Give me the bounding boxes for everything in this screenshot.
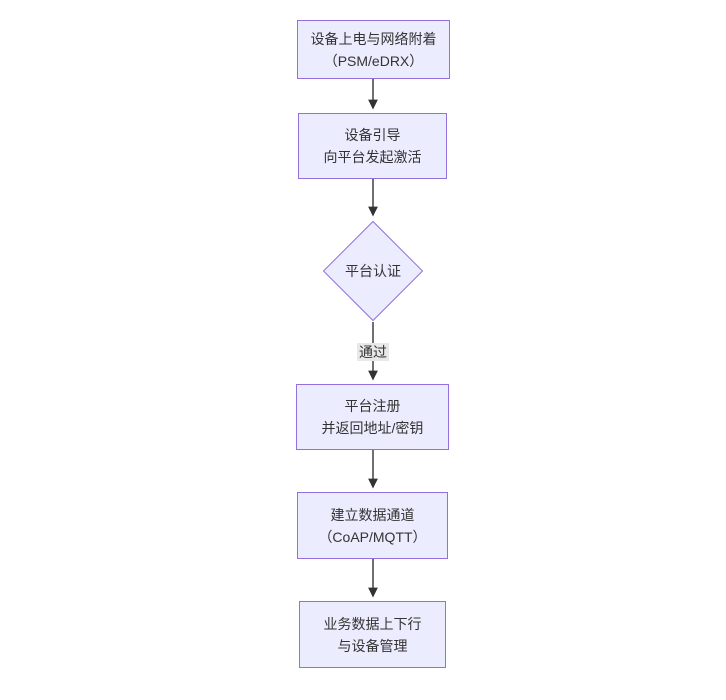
node-bootstrap: 设备引导 向平台发起激活 [298, 113, 447, 179]
node-label: 设备上电与网络附着 [310, 30, 437, 47]
node-label: 向平台发起激活 [323, 149, 422, 165]
node-label: 平台注册 [344, 398, 401, 414]
node-register: 平台注册 并返回地址/密钥 [296, 384, 449, 450]
node-label: 业务数据上下行 [323, 615, 422, 632]
edge-label-pass: 通过 [357, 343, 389, 361]
node-label: 设备引导 [344, 127, 401, 143]
node-business: 业务数据上下行 与设备管理 [299, 601, 446, 668]
node-platform-auth: 平台认证 [322, 220, 424, 322]
node-label: （CoAP/MQTT） [318, 528, 427, 545]
node-label: 平台认证 [345, 263, 401, 279]
node-label: 并返回地址/密钥 [321, 420, 424, 436]
node-label: （PSM/eDRX） [323, 52, 424, 69]
node-label: 与设备管理 [337, 637, 408, 654]
node-power-attach: 设备上电与网络附着 （PSM/eDRX） [297, 20, 450, 79]
node-data-channel: 建立数据通道 （CoAP/MQTT） [297, 492, 448, 559]
node-label: 建立数据通道 [330, 506, 415, 523]
